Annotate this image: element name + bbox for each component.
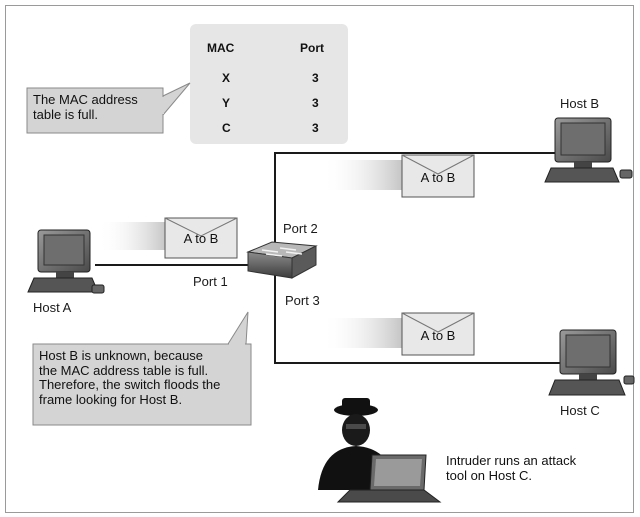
frame-label: A to B xyxy=(420,328,456,343)
callout-flood xyxy=(32,311,252,426)
switch-icon xyxy=(246,241,318,279)
frame-envelope-host-b-side xyxy=(322,154,475,198)
port-3-label: Port 3 xyxy=(285,293,320,308)
host-b-computer-icon xyxy=(544,117,633,183)
mac-table-header-mac: MAC xyxy=(207,41,235,55)
callout-table-full xyxy=(26,82,191,134)
host-b-label: Host B xyxy=(560,96,600,111)
frame-label: A to B xyxy=(183,231,219,246)
link-switch-to-host-c xyxy=(274,272,560,364)
laptop-icon xyxy=(336,454,442,503)
link-switch-to-host-b xyxy=(274,152,555,246)
mac-table-panel xyxy=(190,24,348,144)
mac-table-row-port: 3 xyxy=(312,96,319,110)
callout-table-full-text: The MAC address table is full. xyxy=(33,92,138,122)
mac-table-row-port: 3 xyxy=(312,121,319,135)
mac-table-row-port: 3 xyxy=(312,71,319,85)
mac-table-row-mac: Y xyxy=(222,96,231,110)
port-1-label: Port 1 xyxy=(193,274,228,289)
port-2-label: Port 2 xyxy=(283,221,318,236)
host-c-computer-icon xyxy=(548,329,635,396)
mac-table-header-port: Port xyxy=(300,41,324,55)
figure-border xyxy=(5,5,634,513)
intruder-caption: Intruder runs an attack tool on Host C. xyxy=(446,453,577,483)
host-c-label: Host C xyxy=(560,403,600,418)
callout-flood-text: Host B is unknown, because the MAC addre… xyxy=(39,348,221,407)
frame-envelope-host-a-side xyxy=(98,217,238,259)
network-links xyxy=(95,152,560,364)
frame-label: A to B xyxy=(420,170,456,185)
mac-table-row-mac: C xyxy=(222,121,231,135)
frame-envelope-host-c-side xyxy=(322,312,475,356)
mac-table-row-mac: X xyxy=(222,71,231,85)
host-a-computer-icon xyxy=(27,229,105,294)
host-a-label: Host A xyxy=(33,300,72,315)
